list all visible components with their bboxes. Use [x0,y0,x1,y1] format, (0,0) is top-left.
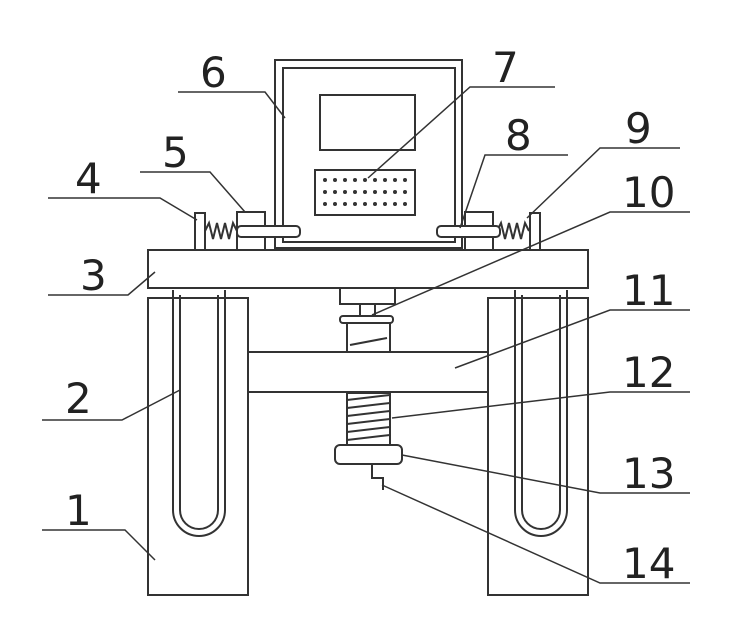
label-13: 13 [622,449,675,498]
bottom-plate [334,444,403,465]
label-10: 10 [622,168,675,217]
label-9: 9 [625,104,652,153]
clamp-right [436,211,541,251]
label-1: 1 [65,486,92,535]
clamp-left [194,211,301,251]
device-box [274,59,463,249]
crossbar [247,351,489,393]
label-14: 14 [622,539,675,588]
base-plate [147,249,589,289]
label-4: 4 [75,154,102,203]
label-5: 5 [162,128,189,177]
keypad [314,169,416,216]
label-7: 7 [492,43,519,92]
leg-right [487,290,589,596]
screw-spring [346,392,391,446]
hook [371,464,384,490]
leg-left [147,290,249,596]
label-8: 8 [505,111,532,160]
screen [319,94,416,151]
label-2: 2 [65,374,92,423]
leader-lines [42,86,690,584]
label-12: 12 [622,348,675,397]
connector-part [339,287,396,353]
label-3: 3 [80,251,107,300]
label-6: 6 [200,48,227,97]
label-11: 11 [622,266,675,315]
